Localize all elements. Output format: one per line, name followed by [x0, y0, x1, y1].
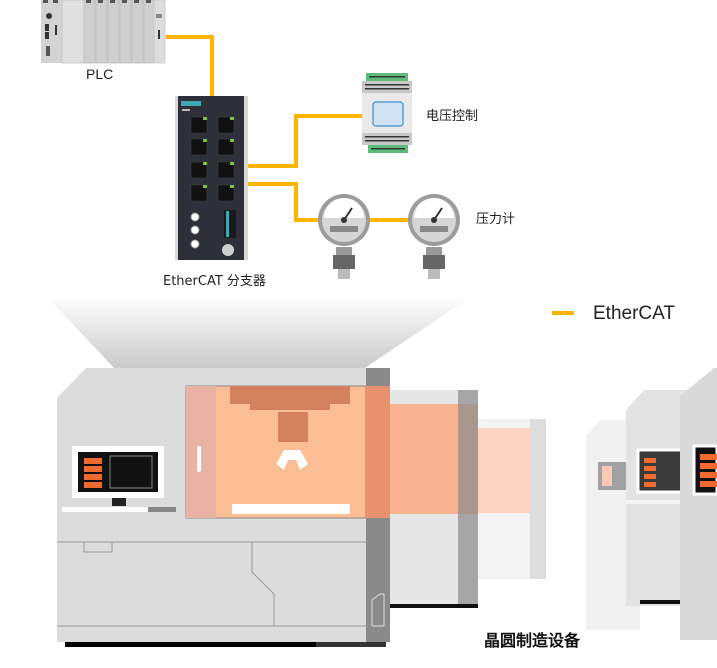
ethercat-switch-label: EtherCAT 分支器	[163, 274, 266, 289]
ethercat-switch-icon	[175, 96, 248, 260]
plc-icon	[41, 0, 166, 64]
wafer-fab-machine-icon	[478, 419, 546, 579]
voltage-control-label: 电压控制	[426, 109, 479, 124]
ethercat-connections	[166, 35, 410, 222]
pressure-gauge-icon	[318, 194, 370, 279]
voltage-control-module-icon	[362, 73, 412, 153]
pressure-gauge-label: 压力计	[476, 212, 516, 227]
line-plc-switch	[166, 35, 214, 98]
legend-label-ethercat: EtherCAT	[593, 303, 676, 324]
wafer-fab-machine-icon	[57, 368, 390, 647]
legend-swatch-ethercat	[552, 311, 574, 315]
equipment-label: 晶圆制造设备	[484, 631, 581, 650]
zoom-beam	[46, 296, 472, 370]
pressure-gauge-icon	[408, 194, 460, 279]
wafer-fab-machine-icon	[390, 390, 478, 608]
plc-label: PLC	[86, 66, 114, 82]
wafer-fab-machine-icon	[680, 368, 717, 640]
line-switch-gauge	[248, 182, 320, 222]
line-switch-voltage	[248, 114, 362, 168]
